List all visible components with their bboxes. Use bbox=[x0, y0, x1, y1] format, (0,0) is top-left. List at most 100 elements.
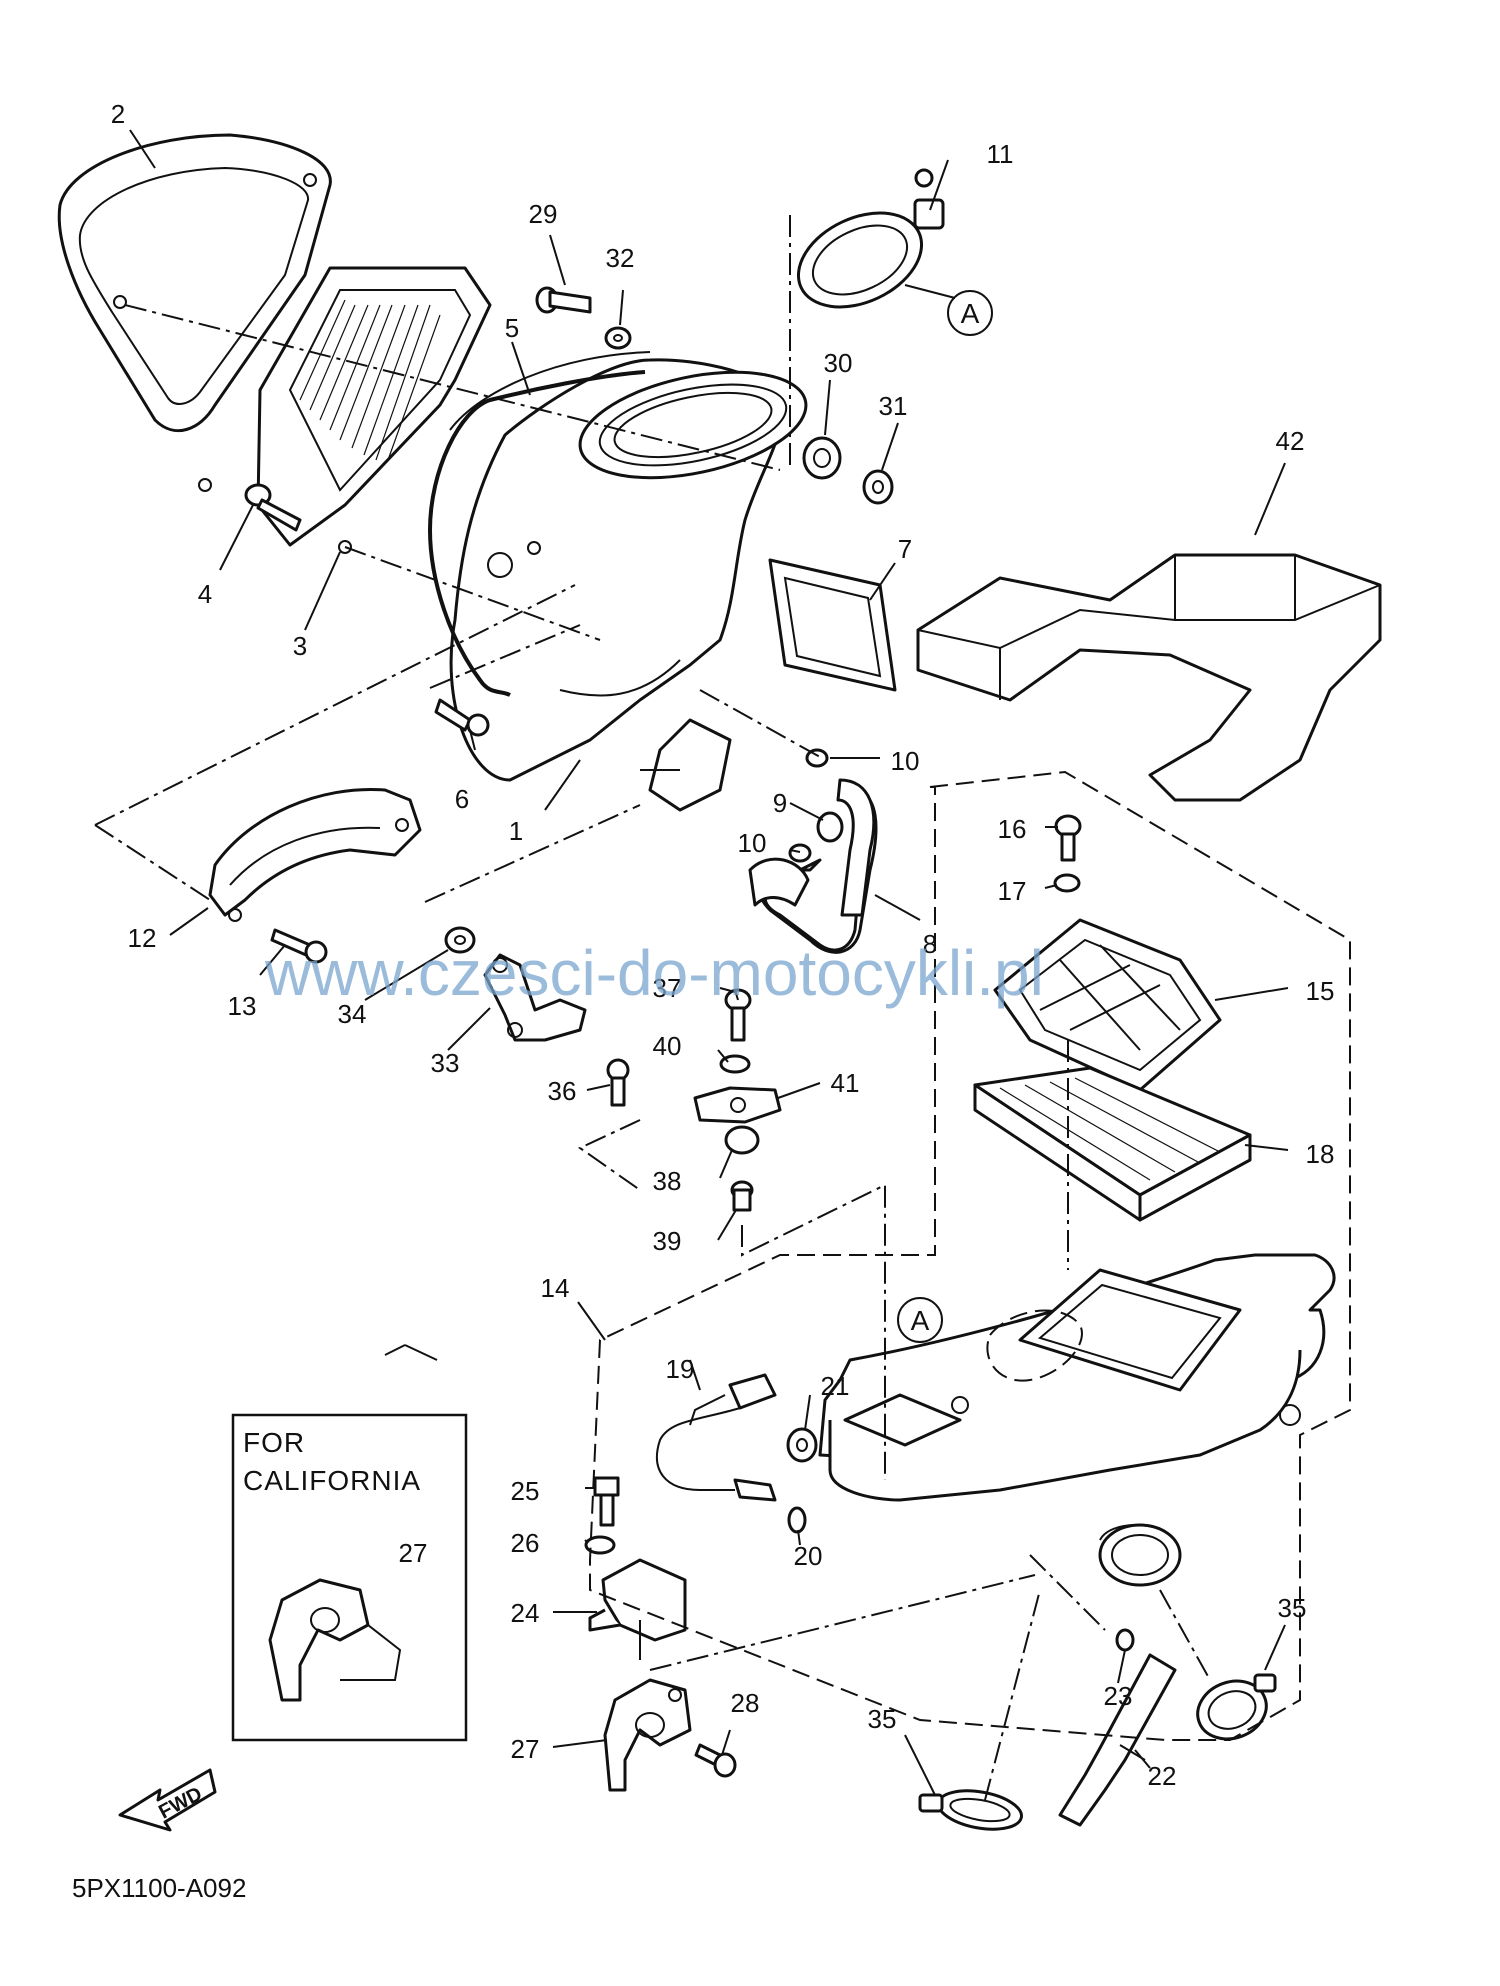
callout-3: 3 bbox=[293, 631, 307, 661]
callout-20: 20 bbox=[794, 1541, 823, 1571]
grommet-part-38 bbox=[724, 1125, 760, 1155]
callout-26: 26 bbox=[511, 1528, 540, 1558]
callout-13: 13 bbox=[228, 991, 257, 1021]
callout-30: 30 bbox=[824, 348, 853, 378]
bolt-part-16 bbox=[1054, 814, 1082, 862]
callout-27-main: 27 bbox=[511, 1734, 540, 1764]
clip-part-10-upper bbox=[805, 748, 829, 768]
reference-mark-a-bottom-label: A bbox=[911, 1305, 930, 1336]
bolt-part-36 bbox=[606, 1058, 630, 1107]
joint-part-9 bbox=[816, 811, 844, 843]
clamp-part-35-left bbox=[918, 1789, 1023, 1831]
bolt-part-37 bbox=[724, 988, 752, 1042]
grommet-part-34 bbox=[444, 926, 476, 954]
grommet-part-21 bbox=[786, 1427, 818, 1463]
washer-part-26 bbox=[584, 1535, 616, 1555]
reference-mark-a-top-label: A bbox=[961, 298, 980, 329]
foam-part-42 bbox=[916, 553, 1382, 802]
washer-part-32 bbox=[604, 326, 632, 350]
grommet-part-30 bbox=[802, 436, 842, 480]
callout-35-right: 35 bbox=[1278, 1593, 1307, 1623]
callout-35-left: 35 bbox=[868, 1704, 897, 1734]
diagram-code: 5PX1100-A092 bbox=[72, 1873, 246, 1903]
callout-16: 16 bbox=[998, 814, 1027, 844]
callout-42: 42 bbox=[1276, 426, 1305, 456]
callout-37: 37 bbox=[653, 973, 682, 1003]
callout-10-upper: 10 bbox=[891, 746, 920, 776]
bracket-part-27-california bbox=[268, 1578, 402, 1702]
callout-24: 24 bbox=[511, 1598, 540, 1628]
clamp-ring-part-11 bbox=[796, 168, 945, 309]
seal-part-5 bbox=[427, 370, 646, 697]
california-box-line2: CALIFORNIA bbox=[243, 1465, 421, 1496]
clip-part-20 bbox=[787, 1506, 807, 1534]
callout-15: 15 bbox=[1306, 976, 1335, 1006]
callout-19: 19 bbox=[666, 1354, 695, 1384]
callout-1: 1 bbox=[509, 816, 523, 846]
callout-18: 18 bbox=[1306, 1139, 1335, 1169]
screw-part-13 bbox=[270, 928, 328, 964]
callout-36: 36 bbox=[548, 1076, 577, 1106]
hose-part-8 bbox=[748, 778, 878, 954]
bracket-part-12 bbox=[208, 787, 422, 922]
gasket-part-7 bbox=[768, 558, 897, 692]
callout-22: 22 bbox=[1148, 1761, 1177, 1791]
leader-lines bbox=[129, 129, 1289, 1796]
callout-32: 32 bbox=[606, 243, 635, 273]
callout-23: 23 bbox=[1104, 1681, 1133, 1711]
bolt-part-29 bbox=[535, 286, 592, 314]
side-cover-part-2 bbox=[57, 133, 332, 492]
reference-mark-a-top: A bbox=[947, 290, 993, 336]
forward-arrow-icon: FWD bbox=[118, 1768, 217, 1832]
california-box: FOR CALIFORNIA bbox=[231, 1413, 468, 1742]
screw-part-6 bbox=[434, 698, 490, 737]
callout-27-california: 27 bbox=[399, 1538, 428, 1568]
sensor-part-19 bbox=[655, 1373, 777, 1502]
callout-38: 38 bbox=[653, 1166, 682, 1196]
callout-34: 34 bbox=[338, 999, 367, 1029]
bolt-part-28 bbox=[694, 1743, 737, 1778]
callout-25: 25 bbox=[511, 1476, 540, 1506]
filter-part-18 bbox=[973, 1066, 1252, 1222]
callout-33: 33 bbox=[431, 1048, 460, 1078]
callout-28: 28 bbox=[731, 1688, 760, 1718]
assembly-guide-lines bbox=[94, 215, 1351, 1801]
clip-part-10-lower bbox=[788, 843, 812, 863]
callout-14: 14 bbox=[541, 1273, 570, 1303]
collar-part-31 bbox=[862, 469, 894, 505]
watermark: www.czesci-do-motocykli.pl bbox=[264, 937, 1044, 1009]
callout-9: 9 bbox=[773, 788, 787, 818]
callout-29: 29 bbox=[529, 199, 558, 229]
clamp-part-35-right bbox=[1196, 1673, 1277, 1741]
reference-mark-a-bottom: A bbox=[897, 1297, 943, 1343]
washer-part-17 bbox=[1053, 873, 1081, 893]
bolt-part-25 bbox=[593, 1476, 620, 1527]
california-box-line1: FOR bbox=[243, 1427, 305, 1458]
air-box-part-14 bbox=[818, 1253, 1336, 1587]
callout-11: 11 bbox=[987, 139, 1014, 169]
callout-17: 17 bbox=[998, 876, 1027, 906]
callout-41: 41 bbox=[831, 1068, 860, 1098]
callout-5: 5 bbox=[505, 313, 519, 343]
gasket-part-3 bbox=[256, 266, 492, 554]
callout-40: 40 bbox=[653, 1031, 682, 1061]
callout-31: 31 bbox=[879, 391, 908, 421]
filter-element-hatch bbox=[299, 299, 441, 461]
intake-duct-part-1 bbox=[449, 351, 808, 812]
callout-10-lower: 10 bbox=[738, 828, 767, 858]
callout-2: 2 bbox=[111, 99, 125, 129]
callout-21: 21 bbox=[821, 1371, 850, 1401]
callout-4: 4 bbox=[198, 579, 212, 609]
screw-part-4 bbox=[244, 483, 302, 532]
collar-part-39 bbox=[730, 1180, 754, 1212]
callout-12: 12 bbox=[128, 923, 157, 953]
callout-39: 39 bbox=[653, 1226, 682, 1256]
callout-8: 8 bbox=[923, 929, 937, 959]
clip-part-23 bbox=[1115, 1628, 1135, 1652]
plate-part-41 bbox=[693, 1086, 782, 1124]
plate-part-33 bbox=[483, 953, 587, 1042]
bracket-part-27-main bbox=[603, 1678, 692, 1792]
callout-6: 6 bbox=[455, 784, 469, 814]
sensor-part-24 bbox=[588, 1558, 687, 1660]
